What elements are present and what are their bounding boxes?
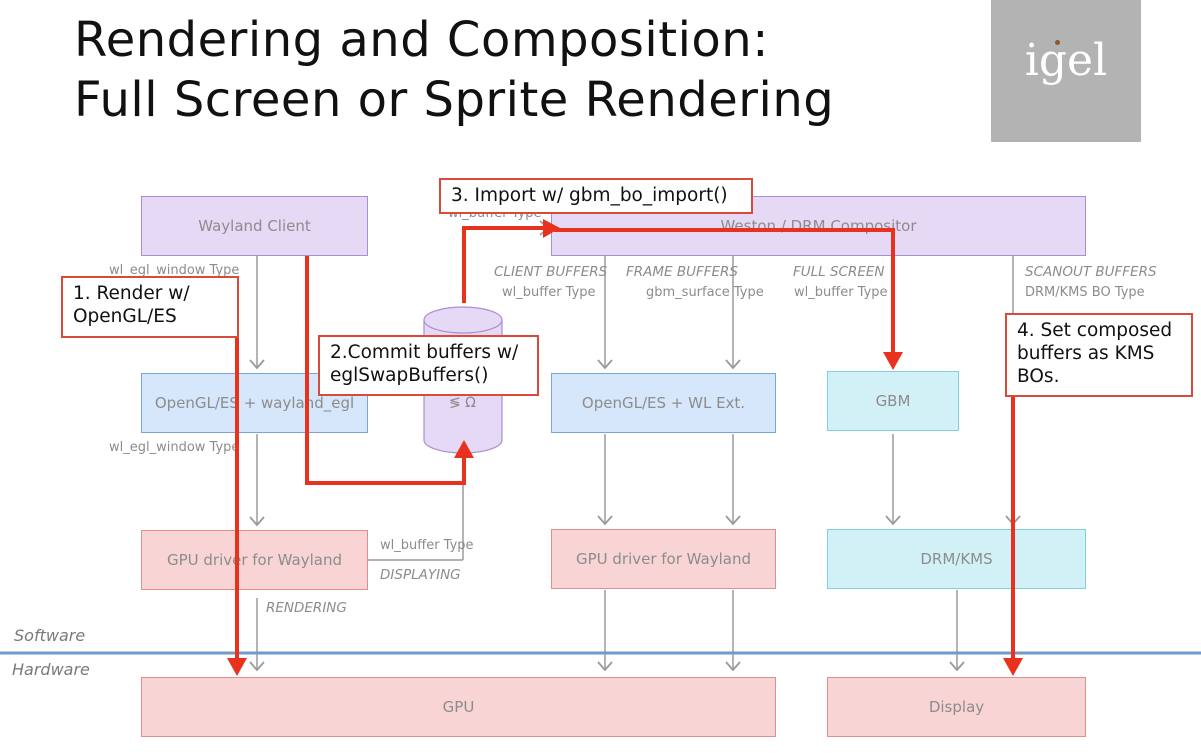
display-box: Display — [827, 677, 1086, 737]
displaying-label: DISPLAYING — [380, 567, 461, 583]
drm-kms-box: DRM/KMS — [827, 529, 1086, 589]
wl-egl-window-label-top: wl_egl_window Type — [109, 263, 240, 278]
title-line-1: Rendering and Composition: — [74, 12, 769, 68]
scanout-buffers-label: SCANOUT BUFFERS — [1025, 264, 1157, 280]
logo-text: igel — [1024, 35, 1108, 86]
callout-step3: 3. Import w/ gbm_bo_import() — [439, 178, 753, 214]
software-layer-label: Software — [14, 626, 86, 645]
gpu-box: GPU — [141, 677, 776, 737]
slide-title: Rendering and Composition: Full Screen o… — [74, 10, 834, 130]
title-line-2: Full Screen or Sprite Rendering — [74, 72, 835, 128]
callout-step4: 4. Set composed buffers as KMS BOs. — [1005, 313, 1193, 397]
gpu-driver-left-box: GPU driver for Wayland — [141, 530, 368, 590]
callout-step1: 1. Render w/ OpenGL/ES — [61, 276, 239, 338]
igel-logo: igel — [991, 0, 1141, 142]
frame-buffers-label: FRAME BUFFERS — [626, 264, 739, 280]
client-buffers-type-label: wl_buffer Type — [502, 285, 596, 300]
callout-step2: 2.Commit buffers w/ eglSwapBuffers() — [318, 335, 539, 396]
hardware-layer-label: Hardware — [12, 660, 90, 679]
gbm-box: GBM — [827, 371, 959, 431]
logo-dot — [1055, 40, 1060, 45]
frame-buffers-type-label: gbm_surface Type — [646, 285, 764, 300]
gpu-driver-right-box: GPU driver for Wayland — [551, 529, 776, 589]
client-buffers-label: CLIENT BUFFERS — [494, 264, 608, 280]
full-screen-type-label: wl_buffer Type — [794, 285, 888, 300]
wayland-client-box: Wayland Client — [141, 196, 368, 256]
opengl-wl-ext-box: OpenGL/ES + WL Ext. — [551, 373, 776, 433]
buffer-glyphs: ≶ Ω — [449, 395, 476, 411]
scanout-buffers-type-label: DRM/KMS BO Type — [1025, 285, 1145, 300]
wl-buffer-display-label: wl_buffer Type — [380, 538, 474, 553]
rendering-label: RENDERING — [266, 600, 347, 616]
full-screen-label: FULL SCREEN — [793, 264, 885, 280]
wl-egl-window-label-mid: wl_egl_window Type — [109, 440, 240, 455]
